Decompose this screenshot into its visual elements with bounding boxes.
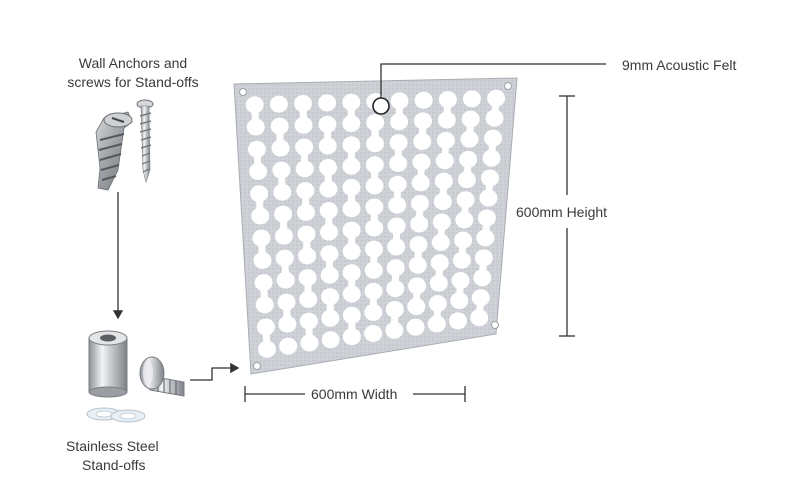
panel-hole [433, 193, 452, 211]
standoffs-to-panel-arrow [190, 362, 240, 381]
panel-hole [253, 251, 272, 269]
panel-hole [485, 109, 504, 127]
anchors-label-line2: screws for Stand-offs [67, 74, 199, 90]
standoff-barrel-icon [88, 330, 128, 398]
panel-hole [274, 227, 293, 245]
panel-hole-pattern [245, 89, 506, 358]
panel-hole [385, 321, 404, 339]
acoustic-felt-panel [233, 77, 518, 375]
panel-hole [271, 139, 290, 157]
panel-hole [365, 177, 384, 195]
panel-hole [321, 331, 340, 349]
panel-hole [300, 334, 319, 352]
panel-hole [251, 207, 270, 225]
panel-hole [318, 137, 337, 155]
panel-hole [390, 113, 409, 131]
panel-hole [389, 154, 408, 172]
anchors-label: Wall Anchors and screws for Stand-offs [38, 54, 228, 92]
panel-hole [364, 324, 383, 342]
panel-hole [319, 180, 338, 198]
panel-hole [473, 269, 492, 287]
panel-hole [276, 271, 295, 289]
panel-hole [278, 315, 297, 333]
width-label: 600mm Width [311, 386, 398, 402]
panel-hole [476, 229, 495, 247]
panel-hole [342, 115, 361, 133]
panel-hole [437, 111, 456, 129]
panel-hole [273, 183, 292, 201]
panel-hole [435, 152, 454, 170]
panel-hole [450, 292, 469, 310]
felt-label: 9mm Acoustic Felt [622, 57, 737, 73]
panel-hole [413, 132, 432, 150]
screw-icon [136, 99, 154, 184]
panel-hole [388, 196, 407, 214]
panel-hole [407, 298, 426, 316]
panel-hole [387, 238, 406, 256]
wall-anchor-icon [95, 111, 133, 191]
standoffs-label-line1: Stainless Steel [66, 438, 159, 454]
panel-hole [364, 261, 383, 279]
panel-hole [457, 171, 476, 189]
panel-hole [269, 95, 288, 113]
panel-hole [342, 285, 361, 303]
standoffs-label: Stainless Steel Stand-offs [66, 437, 206, 475]
panel-hole [462, 90, 481, 108]
panel-hole [482, 149, 501, 167]
panel-hole [411, 174, 430, 192]
panel-hole [408, 256, 427, 274]
width-dimension-line [244, 386, 466, 402]
panel-hole [342, 157, 361, 175]
felt-leader-line [372, 63, 606, 115]
panel-hole [295, 160, 314, 178]
standoff-cap-icon [139, 356, 185, 397]
panel-hole [321, 309, 340, 327]
panel-hole [414, 91, 433, 109]
anchors-label-line1: Wall Anchors and [78, 55, 188, 71]
panel-hole [246, 118, 265, 136]
panel-hole [431, 233, 450, 251]
panel-hole [320, 266, 339, 284]
panel-hole [320, 223, 339, 241]
panel-hole [342, 200, 361, 218]
panel-hole [342, 242, 361, 260]
panel-hole [460, 130, 479, 148]
panel-hole [386, 280, 405, 298]
panel-hole [479, 189, 498, 207]
height-label: 600mm Height [516, 204, 608, 220]
panel-hole [365, 135, 384, 153]
panel-hole [294, 116, 313, 134]
panel-hole [342, 328, 361, 346]
panel-hole [279, 337, 298, 355]
panel-hole [448, 312, 467, 330]
panel-hole [249, 162, 268, 180]
panel-hole [429, 274, 448, 292]
height-dimension-line [559, 95, 575, 337]
washer-icon [86, 407, 146, 423]
panel-hole [365, 219, 384, 237]
panel-hole [410, 215, 429, 233]
panel-hole [298, 247, 317, 265]
panel-hole [318, 94, 337, 112]
panel-hole [296, 203, 315, 221]
panel-mounting-holes [239, 82, 512, 370]
panel-hole [427, 315, 446, 333]
panel-hole [299, 290, 318, 308]
panel-hole [455, 211, 474, 229]
panel-hole [406, 318, 425, 336]
panel-hole [452, 251, 471, 269]
standoffs-label-line2: Stand-offs [82, 457, 146, 473]
panel-hole [470, 309, 489, 327]
panel-hole [255, 296, 274, 314]
panel-hole [364, 303, 383, 321]
panel-hole [257, 340, 276, 358]
